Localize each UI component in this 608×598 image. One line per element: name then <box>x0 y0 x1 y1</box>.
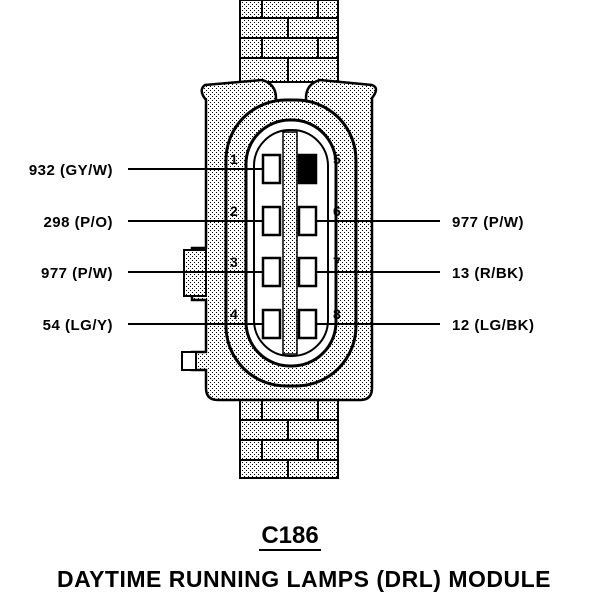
pin-7-cavity <box>297 256 318 288</box>
bottom-harness <box>239 397 339 479</box>
pin-cavities <box>261 153 318 340</box>
module-name: DAYTIME RUNNING LAMPS (DRL) MODULE <box>56 566 552 592</box>
wire-label-pin-2: 298 (P/O) <box>43 214 113 231</box>
pin-4-cavity <box>261 308 282 340</box>
pin-numbers: 1 2 3 4 5 6 7 8 <box>230 151 341 322</box>
pin-number-7: 7 <box>333 254 341 270</box>
connector-id-text: C186 <box>259 522 321 551</box>
wire-label-pin-4: 54 (LG/Y) <box>43 317 113 334</box>
wire-labels: 932 (GY/W) 298 (P/O) 977 (P/W) 54 (LG/Y)… <box>29 162 535 334</box>
pin-number-5: 5 <box>333 151 341 167</box>
pin-8-cavity <box>297 308 318 340</box>
wire-label-pin-8: 12 (LG/BK) <box>452 317 535 334</box>
pin-number-2: 2 <box>230 203 238 219</box>
pin-number-1: 1 <box>230 151 238 167</box>
pin-number-8: 8 <box>333 306 341 322</box>
pin-number-6: 6 <box>333 203 341 219</box>
connector-id: C186 <box>0 522 580 551</box>
connector-body <box>181 78 378 402</box>
pin-number-3: 3 <box>230 254 238 270</box>
pin-1-cavity <box>261 153 282 185</box>
wire-label-pin-1: 932 (GY/W) <box>29 162 113 179</box>
wire-label-pin-6: 977 (P/W) <box>452 214 524 231</box>
wire-label-pin-7: 13 (R/BK) <box>452 265 524 282</box>
wire-leaders <box>128 168 440 325</box>
pin-number-4: 4 <box>230 306 238 322</box>
pin-6-cavity <box>297 205 318 237</box>
top-harness <box>239 0 339 83</box>
pin-3-cavity <box>261 256 282 288</box>
pin-2-cavity <box>261 205 282 237</box>
pin-5-cavity <box>297 153 318 185</box>
wire-label-pin-3: 977 (P/W) <box>41 265 113 282</box>
